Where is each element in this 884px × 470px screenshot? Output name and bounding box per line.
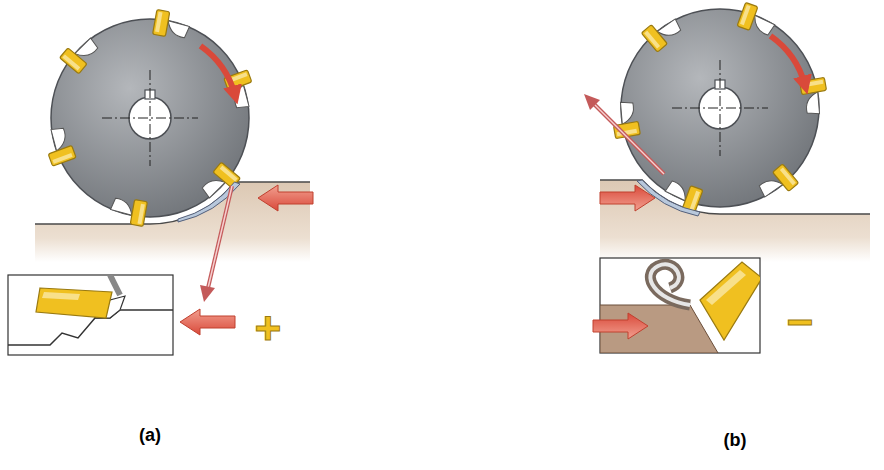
feed-arrow	[593, 313, 648, 339]
milling-cutter	[41, 10, 260, 227]
inset-insert	[36, 288, 112, 318]
cutter-insert	[641, 10, 684, 52]
cutter-insert	[153, 10, 192, 41]
inset-insert-highlight	[42, 292, 80, 300]
inset-insert-highlight	[706, 270, 746, 305]
panel-b	[584, 2, 870, 353]
inset-chip-highlight	[650, 264, 690, 305]
panel-label: (b)	[724, 431, 747, 449]
feed-arrow	[600, 185, 655, 211]
plus-sign: +	[255, 305, 282, 351]
force-arrow	[200, 186, 232, 302]
center-line	[150, 70, 151, 166]
cutter-insert	[41, 125, 76, 166]
detail-inset	[8, 275, 173, 355]
inset-insert	[700, 262, 760, 340]
panel-a	[8, 10, 313, 355]
cutter-body	[51, 19, 249, 217]
rotation-arrow	[201, 46, 236, 95]
rotation-arrow	[771, 36, 806, 85]
cutter-insert	[60, 31, 102, 74]
minus-sign: −	[787, 299, 814, 345]
cutter-insert	[737, 2, 778, 37]
feed-arrow	[258, 185, 313, 211]
cutter-insert	[756, 164, 799, 206]
center-line	[102, 118, 198, 119]
feed-arrow	[180, 309, 235, 335]
force-arrow	[584, 94, 664, 174]
detail-inset	[600, 258, 762, 353]
cutter-insert	[109, 196, 148, 227]
inset-holder	[110, 275, 120, 295]
inset-chip	[650, 264, 690, 305]
center-line	[672, 108, 768, 109]
cutter-body	[621, 9, 819, 207]
panel-label: (a)	[139, 426, 161, 444]
center-line	[720, 60, 721, 156]
